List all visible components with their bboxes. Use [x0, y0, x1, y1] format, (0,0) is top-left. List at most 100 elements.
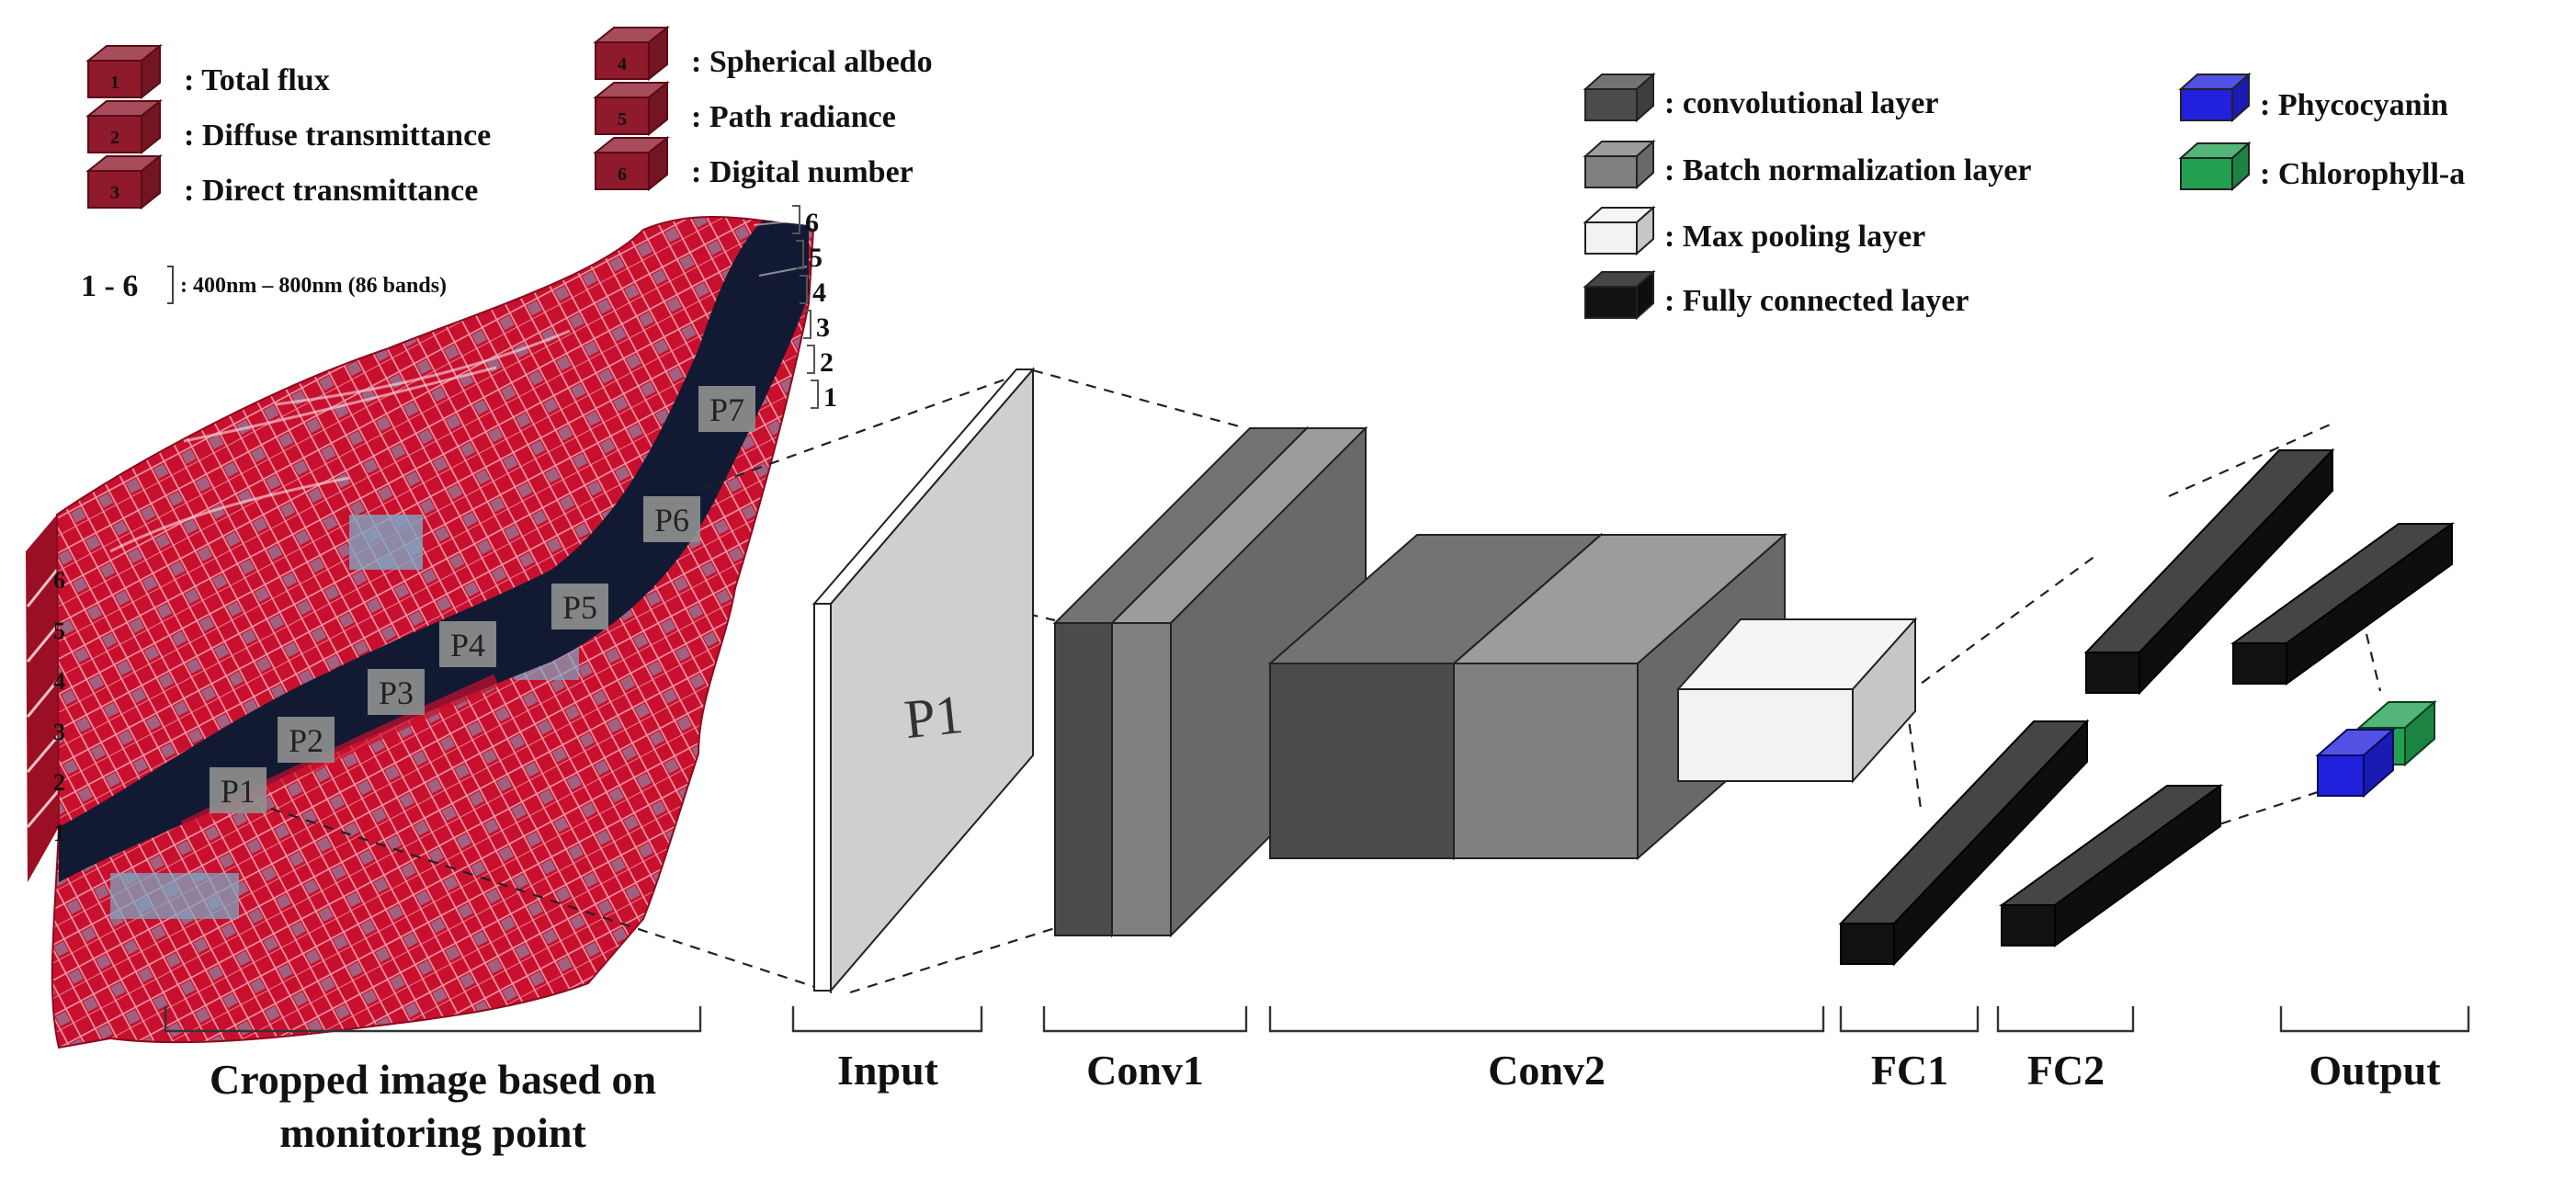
- point-label: P3: [379, 675, 414, 711]
- fc1-bar-back: [2083, 448, 2335, 696]
- legend-conv-icon-front: [1584, 88, 1638, 121]
- legend-pool-icon: [1583, 205, 1656, 256]
- band-stack-number: 4: [812, 278, 826, 308]
- band-legend-label: : Spherical albedo: [691, 45, 933, 79]
- input-patch-label: P1: [902, 684, 966, 750]
- layer-legend: : convolutional layer: Batch normalizati…: [1583, 72, 2031, 321]
- legend-chlorophyll-label: : Chlorophyll-a: [2260, 157, 2465, 191]
- legend-phycocyanin-icon: [2178, 72, 2252, 123]
- band-range-prefix: 1 - 6: [81, 269, 138, 303]
- band-cube-number: 5: [618, 109, 627, 130]
- point-label: P4: [450, 627, 485, 663]
- legend-phycocyanin-icon-front: [2180, 88, 2233, 121]
- input-slab-face: [830, 367, 1034, 993]
- point-label: P7: [709, 391, 744, 428]
- band-legend-label: : Digital number: [691, 155, 914, 189]
- band-stack-bracket: [803, 310, 811, 339]
- band-cube-icon: 3: [85, 153, 163, 210]
- projection-line: [849, 926, 1056, 994]
- band-stack-number: 6: [805, 208, 819, 238]
- stage-label-conv1: Conv1: [1086, 1047, 1204, 1094]
- stage-label-cropped-line2: monitoring point: [279, 1109, 586, 1156]
- monitoring-point-p7: P7: [698, 386, 755, 432]
- projection-line: [1905, 705, 1923, 810]
- band-cube-number: 6: [618, 164, 627, 185]
- band-cube-icon-front: [87, 60, 142, 98]
- conv1-conv-layer-front: [1054, 622, 1113, 936]
- legend-batch-icon-front: [1584, 155, 1638, 188]
- stage-label-fc2: FC2: [2027, 1047, 2105, 1094]
- band-cube-icon-front: [87, 170, 142, 209]
- point-label: P1: [221, 773, 255, 810]
- conv2-conv-layer-front: [1269, 663, 1455, 859]
- legend-conv-icon: [1583, 72, 1656, 123]
- band-cube-number: 3: [110, 183, 119, 203]
- legend-chlorophyll-icon-front: [2180, 157, 2233, 190]
- monitoring-point-p3: P3: [368, 669, 425, 715]
- band-stack-bracket: [811, 380, 819, 409]
- conv2-max-pool-layer-front: [1677, 688, 1854, 782]
- projection-line: [699, 368, 1034, 491]
- map-field-patch: [349, 515, 423, 570]
- map-field-patch: [110, 873, 239, 919]
- map-terrain-lines: [109, 329, 571, 553]
- network-layers: P1: [811, 367, 2456, 993]
- band-legend-label: : Diffuse transmittance: [184, 119, 491, 153]
- output-phycocyanin-cube: [2315, 727, 2396, 799]
- point-marker: [210, 767, 267, 813]
- stage-brackets: [164, 1006, 2470, 1033]
- monitoring-points: P1 P2 P3 P4 P5 P6 P7: [210, 386, 755, 813]
- band-stack-number-left: 4: [53, 668, 65, 695]
- band-stack-bracket: [792, 205, 800, 234]
- monitoring-point-p4: P4: [439, 621, 496, 667]
- band-cube-number: 1: [110, 73, 119, 93]
- band-stack-number-left: 1: [53, 820, 65, 846]
- band-cube-icon: 1: [85, 43, 163, 100]
- point-marker: [551, 584, 608, 629]
- band-stack-bracket: [796, 240, 804, 269]
- conv1-batch-norm-layer: [1109, 425, 1368, 938]
- input-slab: P1: [811, 367, 1036, 993]
- band-stack-number-left: 5: [53, 618, 65, 644]
- point-label: P6: [654, 502, 689, 538]
- band-cube-icon-front: [595, 152, 650, 190]
- band-cube-icon-front: [595, 96, 650, 135]
- point-marker: [368, 669, 425, 715]
- band-stack-number-left: 2: [53, 769, 65, 796]
- band-legend-label: : Direct transmittance: [184, 174, 478, 208]
- bracket-cropped: [164, 1006, 702, 1033]
- output-phycocyanin-cube-front: [2317, 754, 2365, 797]
- bracket-conv1: [1042, 1006, 1248, 1033]
- bracket-fc2: [1996, 1006, 2135, 1033]
- point-marker: [439, 621, 496, 667]
- fc2-bar-back: [2230, 522, 2456, 686]
- input-slab-edge: [813, 603, 832, 992]
- projection-line: [270, 807, 833, 994]
- conv2-batch-norm-layer-front: [1453, 663, 1639, 859]
- band-range-text: : 400nm – 800nm (86 bands): [180, 274, 447, 298]
- legend-chlorophyll-icon: [2178, 141, 2252, 192]
- band-cube-icon: 5: [593, 80, 670, 137]
- band-stack-number-left: 3: [53, 719, 65, 745]
- bracket-fc1: [1839, 1006, 1980, 1033]
- point-label: P5: [562, 589, 597, 626]
- band-legend-label: : Path radiance: [691, 100, 896, 134]
- fc2-bar-front: [1998, 784, 2224, 947]
- point-marker: [698, 386, 755, 432]
- band-cube-icon: 2: [85, 98, 163, 155]
- band-cube-icon-front: [87, 115, 142, 153]
- map-side-layers: [26, 569, 61, 828]
- fc1-bar-front-front: [1840, 923, 1895, 965]
- legend-batch-icon: [1583, 139, 1656, 190]
- band-stack-number: 1: [823, 382, 837, 413]
- band-stack-number: 3: [816, 312, 830, 343]
- band-stack-number-left: 6: [53, 567, 65, 594]
- stage-label-output: Output: [2309, 1047, 2441, 1094]
- band-cube-icon: 4: [593, 25, 670, 82]
- projection-line: [2365, 633, 2382, 692]
- monitoring-point-p2: P2: [278, 717, 335, 763]
- legend-fc-label: : Fully connected layer: [1664, 284, 1969, 318]
